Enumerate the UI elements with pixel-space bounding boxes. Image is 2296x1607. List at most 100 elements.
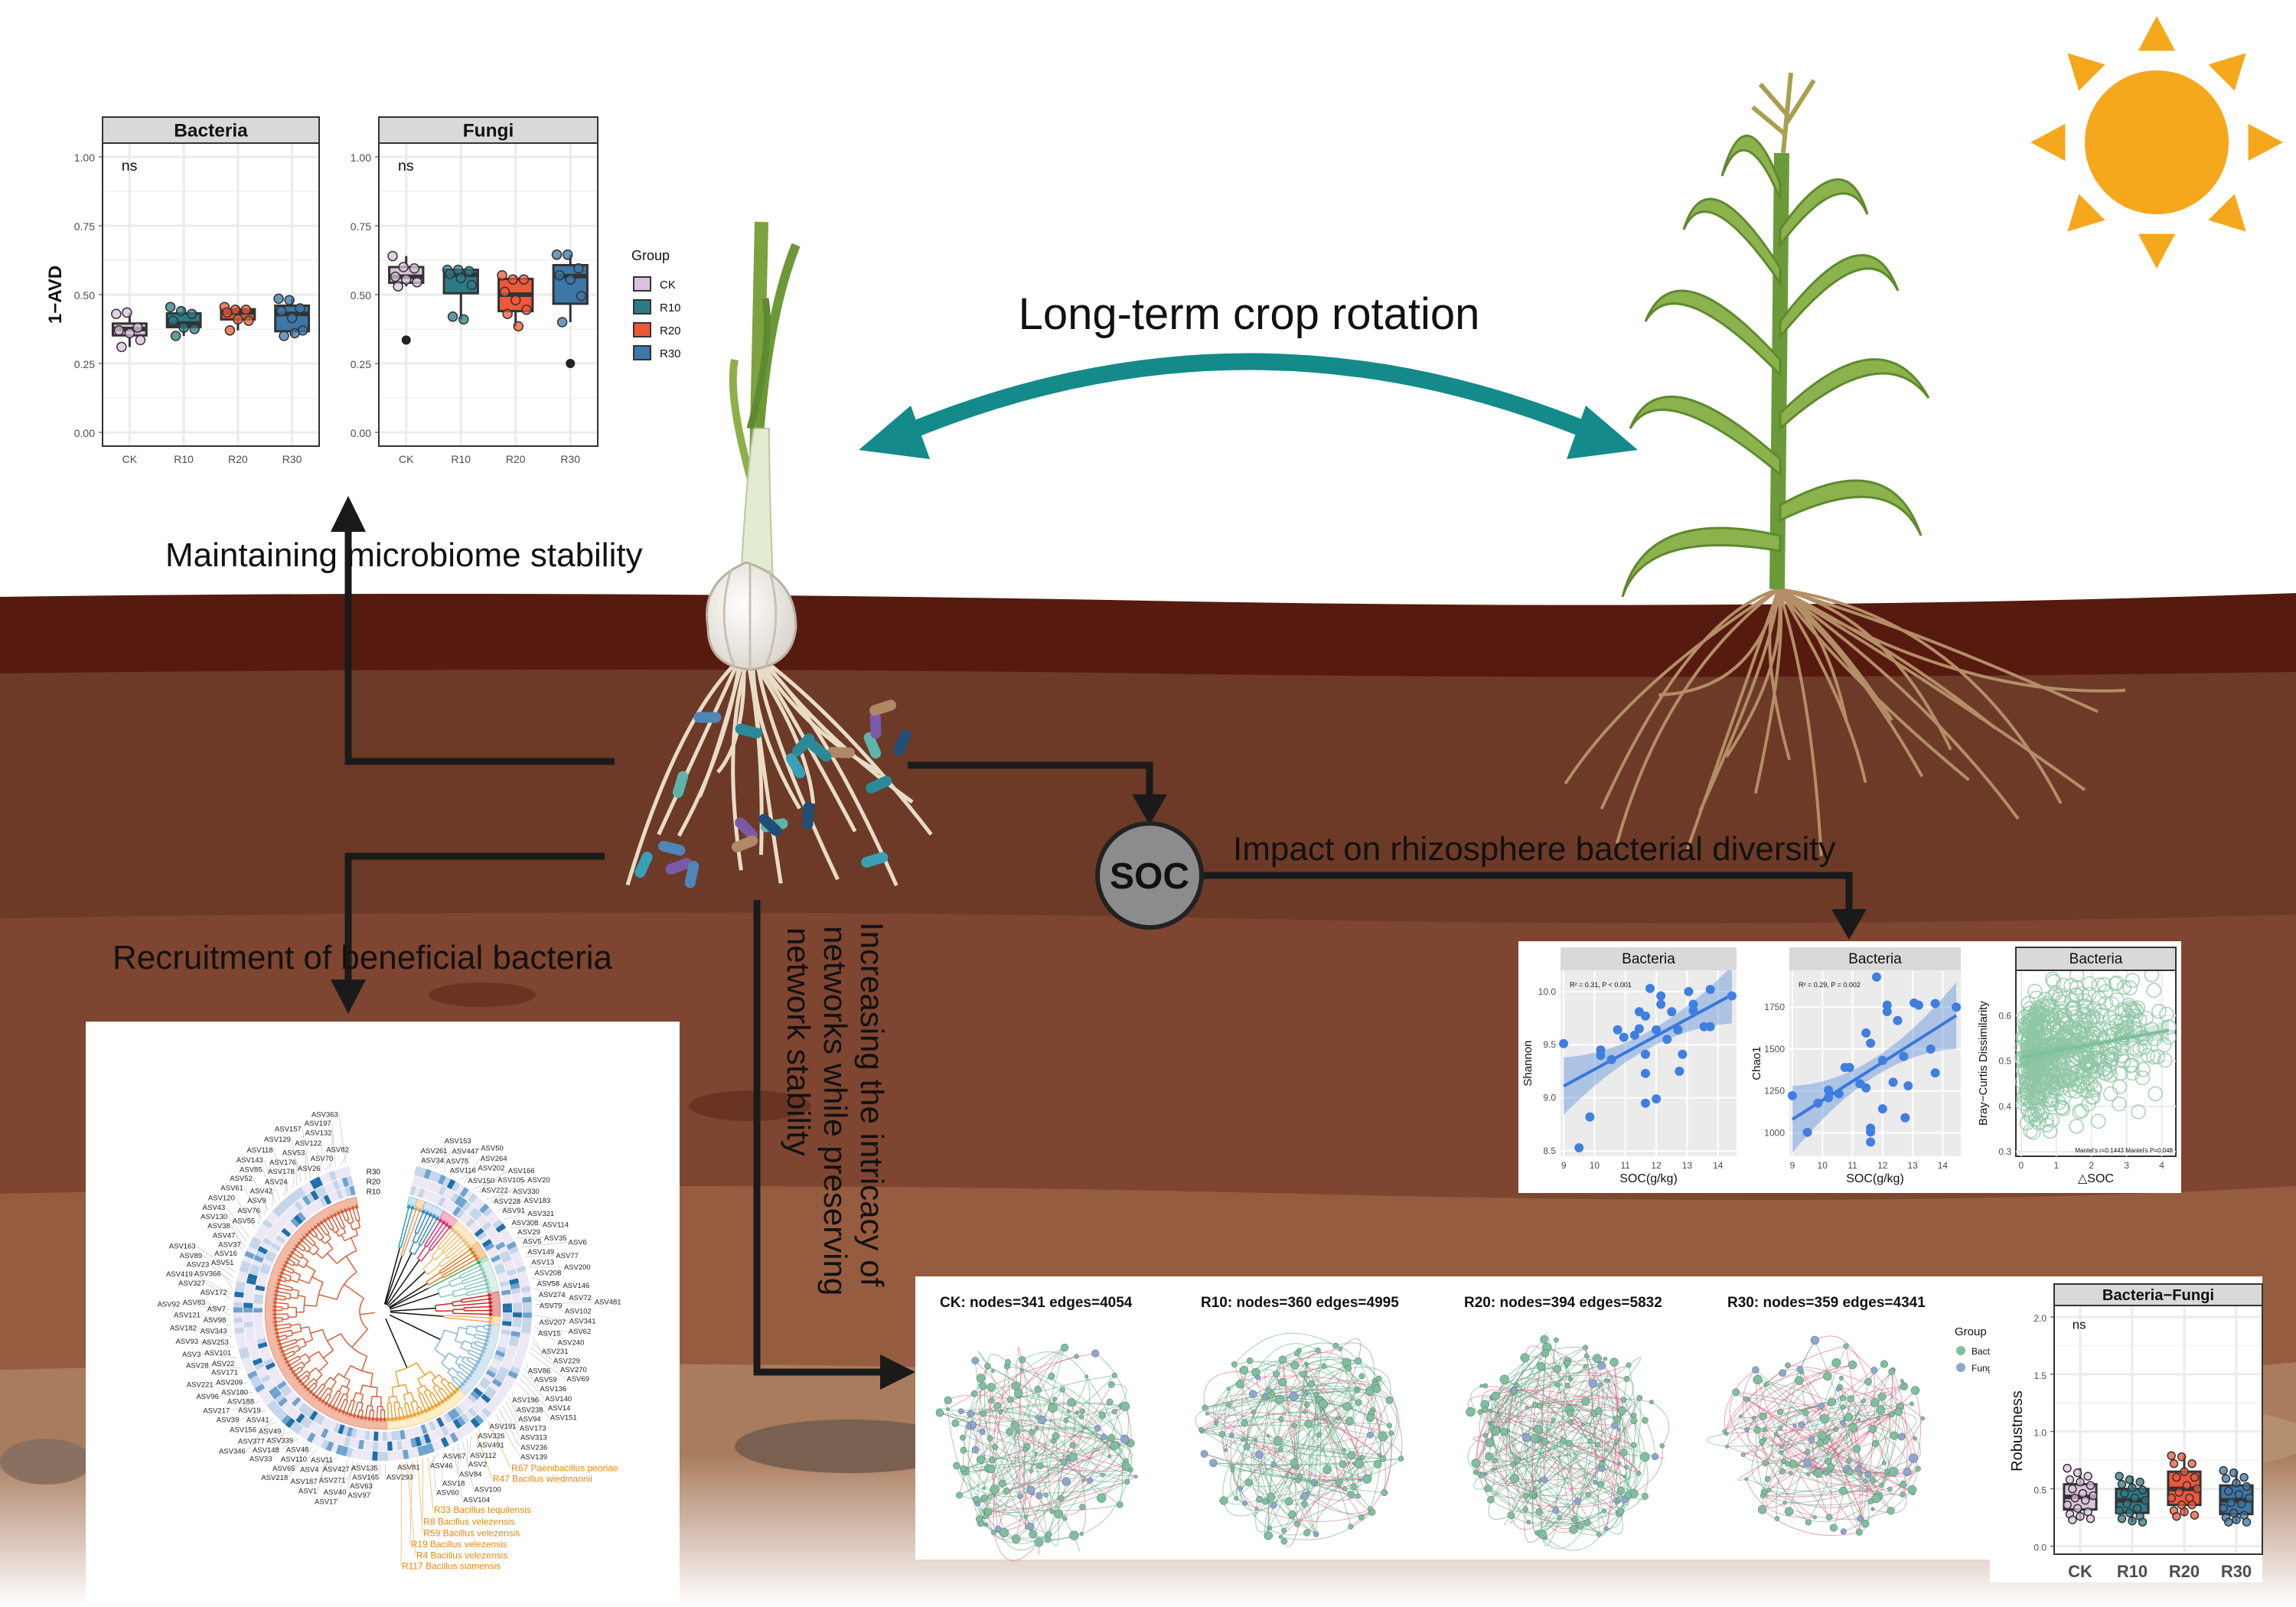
root bbox=[1768, 588, 1792, 761]
heatmap-cell bbox=[338, 1424, 345, 1435]
label-leader bbox=[531, 1341, 553, 1361]
heatmap-cell bbox=[490, 1233, 501, 1243]
heatmap-cell bbox=[279, 1199, 290, 1211]
bacteria-node bbox=[1757, 1504, 1767, 1514]
tip bbox=[313, 1225, 318, 1230]
bacteria-node bbox=[1862, 1478, 1868, 1484]
asv-label: ASV180 bbox=[221, 1388, 248, 1397]
tip bbox=[286, 1257, 291, 1261]
data-point bbox=[2025, 1065, 2040, 1081]
heatmap-cell bbox=[501, 1232, 512, 1242]
heatmap-cell bbox=[259, 1350, 271, 1358]
strain-label: R8 Bacillus velezensis bbox=[423, 1516, 514, 1527]
asv-label: ASV79 bbox=[540, 1302, 563, 1310]
fungi-node bbox=[1017, 1493, 1023, 1499]
fungi-node bbox=[1510, 1387, 1518, 1394]
data-point bbox=[2245, 1493, 2254, 1503]
heatmap-cell bbox=[512, 1317, 522, 1323]
heatmap-cell bbox=[316, 1436, 325, 1448]
data-point bbox=[2146, 983, 2161, 998]
bacteria-node bbox=[1614, 1439, 1619, 1445]
asv-label: ASV187 bbox=[291, 1478, 318, 1486]
bacteria-node bbox=[1004, 1358, 1011, 1365]
clade-highlight bbox=[491, 1315, 501, 1325]
asv-label: ASV293 bbox=[386, 1473, 413, 1482]
heatmap-cell bbox=[452, 1418, 462, 1429]
heatmap-cell bbox=[403, 1429, 410, 1439]
branch bbox=[299, 1243, 306, 1249]
tip bbox=[327, 1403, 331, 1408]
label-leader bbox=[219, 1392, 254, 1397]
branch bbox=[300, 1326, 309, 1329]
data-point bbox=[2074, 1074, 2090, 1090]
data-point bbox=[1684, 986, 1694, 996]
asv-label: ASV35 bbox=[544, 1234, 567, 1243]
maize-leaf bbox=[1629, 395, 1782, 478]
branch bbox=[469, 1349, 481, 1356]
heatmap-cell bbox=[520, 1332, 530, 1339]
asv-label: ASV13 bbox=[531, 1258, 554, 1266]
branch bbox=[331, 1228, 335, 1234]
bacteria-node bbox=[1492, 1458, 1498, 1464]
bacteria-node bbox=[1889, 1411, 1895, 1418]
fungi-node bbox=[1532, 1486, 1538, 1491]
branch bbox=[440, 1381, 452, 1395]
tip bbox=[487, 1327, 491, 1332]
asv-label: ASV55 bbox=[233, 1217, 256, 1225]
negative-edge bbox=[1872, 1484, 1907, 1514]
heatmap-cell bbox=[283, 1196, 294, 1207]
fungi-node bbox=[983, 1522, 989, 1527]
branch bbox=[338, 1232, 346, 1237]
y-tick-label: 0.75 bbox=[74, 220, 95, 233]
positive-edge bbox=[1481, 1444, 1599, 1475]
data-point bbox=[1640, 1098, 1650, 1108]
microbe-icon bbox=[861, 852, 889, 868]
positive-edge bbox=[1739, 1427, 1758, 1431]
positive-edge bbox=[1626, 1357, 1642, 1380]
heatmap-cell bbox=[442, 1176, 452, 1188]
heatmap-cell bbox=[237, 1270, 249, 1279]
tip bbox=[305, 1387, 310, 1392]
branch bbox=[477, 1325, 484, 1328]
asv-label: ASV114 bbox=[543, 1221, 569, 1229]
label-leader bbox=[534, 1299, 565, 1312]
heatmap-cell bbox=[270, 1242, 282, 1252]
heatmap-cell bbox=[501, 1325, 511, 1332]
heatmap-cell bbox=[438, 1185, 447, 1196]
bacteria-node bbox=[1817, 1431, 1827, 1440]
y-tick-label: 0.25 bbox=[351, 358, 371, 370]
heatmap-cell bbox=[451, 1407, 460, 1419]
positive-edge bbox=[1608, 1380, 1631, 1495]
branch bbox=[432, 1392, 439, 1403]
positive-edge bbox=[1573, 1493, 1634, 1530]
heatmap-cell bbox=[351, 1428, 357, 1439]
heatmap-cell bbox=[455, 1208, 465, 1219]
bacteria-node bbox=[1649, 1400, 1654, 1405]
positive-edge bbox=[1376, 1388, 1392, 1493]
bacteria-node bbox=[1372, 1384, 1381, 1393]
heatmap-cell bbox=[270, 1225, 281, 1235]
asv-label: ASV150 bbox=[468, 1177, 494, 1185]
branch bbox=[400, 1254, 403, 1257]
label-leader bbox=[515, 1237, 543, 1238]
label-leader bbox=[230, 1225, 246, 1247]
branch bbox=[305, 1377, 315, 1387]
label-leader bbox=[369, 1463, 372, 1495]
data-point bbox=[2043, 1092, 2059, 1107]
asv-label: ASV69 bbox=[566, 1375, 589, 1384]
positive-edge bbox=[1875, 1443, 1887, 1486]
facet-strip bbox=[2053, 1283, 2263, 1306]
tip bbox=[319, 1221, 324, 1225]
positive-edge bbox=[1533, 1472, 1639, 1497]
bacteria-node bbox=[1587, 1439, 1593, 1444]
negative-edge bbox=[1375, 1385, 1400, 1459]
bacteria-node bbox=[1781, 1458, 1787, 1464]
data-point bbox=[284, 295, 295, 305]
branch bbox=[412, 1232, 417, 1242]
fungi-node bbox=[1908, 1453, 1919, 1463]
data-point bbox=[1834, 1089, 1844, 1099]
positive-edge bbox=[1358, 1361, 1378, 1410]
bacteria-node bbox=[1205, 1411, 1209, 1416]
bacteria-node bbox=[1305, 1362, 1309, 1366]
negative-edge bbox=[1308, 1492, 1358, 1501]
